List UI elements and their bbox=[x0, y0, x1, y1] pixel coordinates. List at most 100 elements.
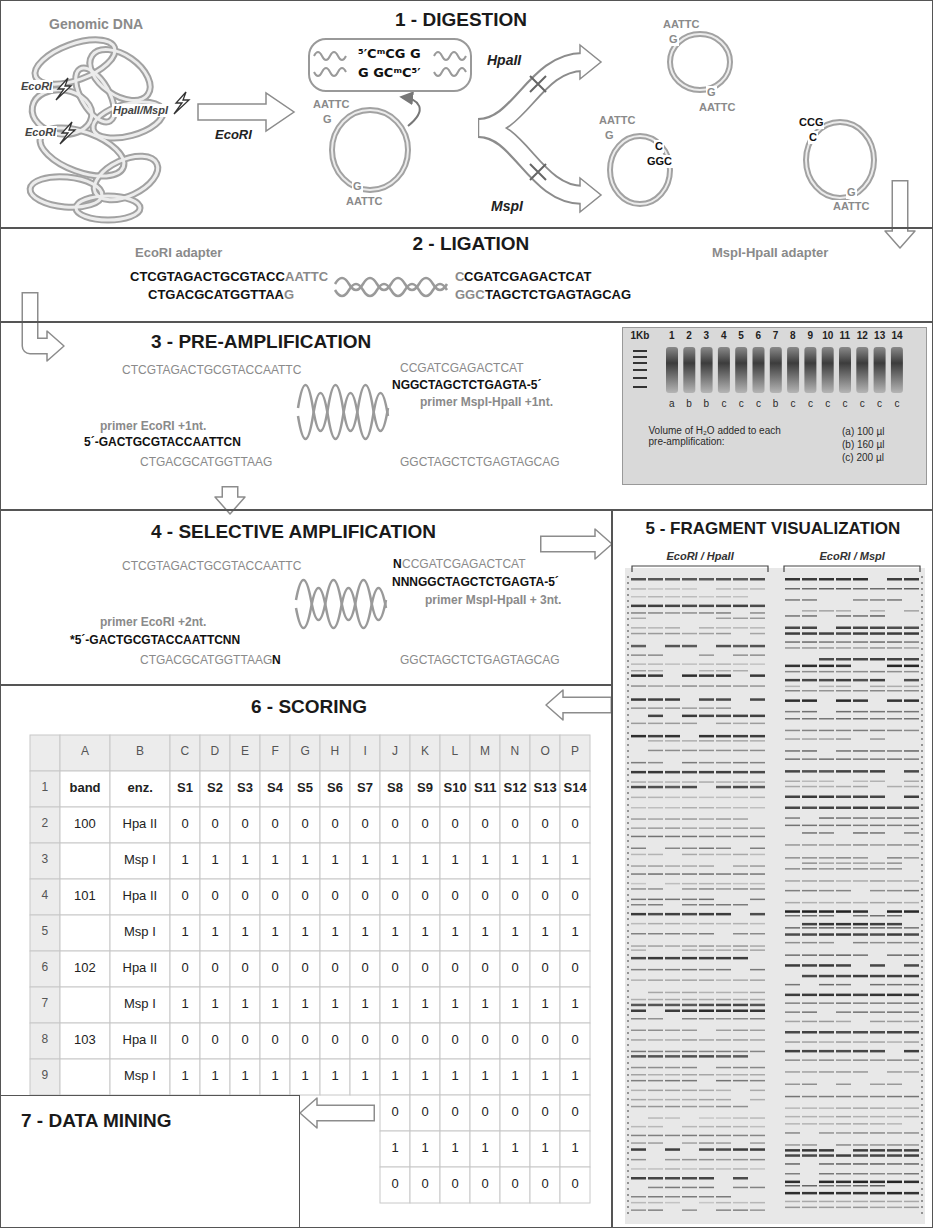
gel-band bbox=[836, 1096, 851, 1098]
gel-band bbox=[648, 723, 663, 725]
column-letter: P bbox=[571, 745, 579, 759]
gel-band bbox=[733, 933, 748, 935]
gel-band bbox=[819, 1071, 834, 1073]
gel-band bbox=[631, 645, 646, 648]
gel-band bbox=[887, 1163, 902, 1165]
gel-band bbox=[819, 1041, 834, 1043]
gel-band bbox=[631, 1099, 646, 1101]
gel-band bbox=[836, 825, 851, 827]
step-panel: 3 - PRE-AMPLIFICATIONVolume of H₂O added… bbox=[0, 322, 933, 510]
gel-band bbox=[648, 873, 663, 875]
row-number: 2 bbox=[42, 817, 49, 831]
table-cell: 1 bbox=[452, 925, 459, 940]
gel-band bbox=[699, 923, 714, 925]
gel-band bbox=[887, 711, 902, 713]
gel-band bbox=[648, 1117, 663, 1119]
gel-band bbox=[648, 605, 663, 608]
gel-band bbox=[853, 994, 868, 997]
gel-band bbox=[682, 913, 697, 916]
gel-band bbox=[853, 679, 868, 682]
gel-band bbox=[733, 1177, 748, 1180]
enzyme-fork-arrow bbox=[478, 62, 583, 128]
gel-band bbox=[733, 1159, 748, 1161]
gel-band bbox=[853, 1107, 868, 1109]
gel-band bbox=[682, 723, 697, 725]
gel-lane bbox=[735, 347, 747, 393]
table-cell-border bbox=[440, 987, 470, 1023]
gel-band bbox=[750, 1142, 765, 1144]
gel-band bbox=[836, 578, 851, 581]
table-cell: 0 bbox=[482, 1177, 489, 1192]
gel-band bbox=[631, 865, 646, 867]
gel-band bbox=[699, 663, 714, 665]
gel-band bbox=[904, 730, 919, 732]
gel-band bbox=[665, 1159, 680, 1161]
gel-band bbox=[836, 679, 851, 682]
gel-band bbox=[836, 1107, 851, 1109]
gel-band bbox=[785, 632, 800, 635]
gel-band bbox=[819, 1185, 834, 1187]
gel-band bbox=[682, 707, 697, 709]
sticky-end: G bbox=[604, 129, 615, 142]
gel-band bbox=[631, 707, 646, 709]
gel-band bbox=[682, 645, 697, 648]
gel-band bbox=[682, 827, 697, 829]
gel-band bbox=[631, 1142, 646, 1144]
table-cell-border bbox=[200, 951, 230, 987]
gel-band bbox=[836, 711, 851, 713]
gel-band bbox=[733, 670, 748, 672]
gel-band bbox=[870, 807, 885, 810]
gel-band bbox=[870, 627, 885, 630]
gel-band bbox=[648, 685, 663, 687]
gel-band bbox=[733, 979, 748, 981]
gel-band bbox=[665, 873, 680, 875]
gel-lane bbox=[753, 347, 765, 393]
arrow-body bbox=[314, 1106, 374, 1120]
table-cell: 0 bbox=[392, 1105, 399, 1120]
table-cell: 0 bbox=[422, 1177, 429, 1192]
gel-band bbox=[631, 827, 646, 829]
sticky-end: AATTC bbox=[662, 18, 700, 31]
gel-band bbox=[699, 818, 714, 820]
gel-band bbox=[631, 923, 646, 925]
gel-band bbox=[665, 1039, 680, 1041]
gel-band bbox=[836, 1185, 851, 1187]
gel-band bbox=[716, 1090, 731, 1092]
gel-band bbox=[716, 762, 731, 764]
gel-band bbox=[631, 818, 646, 820]
table-cell-border bbox=[470, 843, 500, 879]
table-cell: 1 bbox=[302, 1069, 309, 1084]
gel-band bbox=[665, 827, 680, 829]
gel-band bbox=[665, 735, 680, 738]
gel-band bbox=[904, 647, 919, 649]
gel-band bbox=[750, 740, 765, 742]
gel-band bbox=[887, 1096, 902, 1098]
gel-band bbox=[853, 1201, 868, 1203]
gel-band bbox=[716, 596, 731, 598]
dna-fragment bbox=[332, 110, 408, 190]
gel-band bbox=[699, 1159, 714, 1161]
gel-band bbox=[904, 781, 919, 783]
table-cell: 1 bbox=[542, 997, 549, 1012]
gel-band bbox=[853, 647, 868, 649]
table-cell: S8 bbox=[387, 781, 403, 796]
gel-band bbox=[682, 797, 697, 799]
table-cell: 0 bbox=[452, 1177, 459, 1192]
zoom-arrow bbox=[402, 97, 420, 126]
gel-band bbox=[648, 836, 663, 838]
table-cell: 1 bbox=[242, 925, 249, 940]
gel-band bbox=[836, 984, 851, 986]
gel-band bbox=[802, 627, 817, 630]
gel-band bbox=[819, 825, 834, 827]
gel-band bbox=[682, 807, 697, 809]
gel-band bbox=[785, 1201, 800, 1203]
gel-band bbox=[750, 723, 765, 725]
gel-band bbox=[665, 645, 680, 648]
gel-band bbox=[904, 975, 919, 978]
table-cell: Hpa II bbox=[123, 817, 158, 832]
gel-band bbox=[819, 994, 834, 997]
gel-band bbox=[750, 992, 765, 994]
gel-band bbox=[853, 770, 868, 773]
dna-fragment bbox=[332, 34, 874, 204]
gel-band bbox=[682, 1177, 697, 1180]
